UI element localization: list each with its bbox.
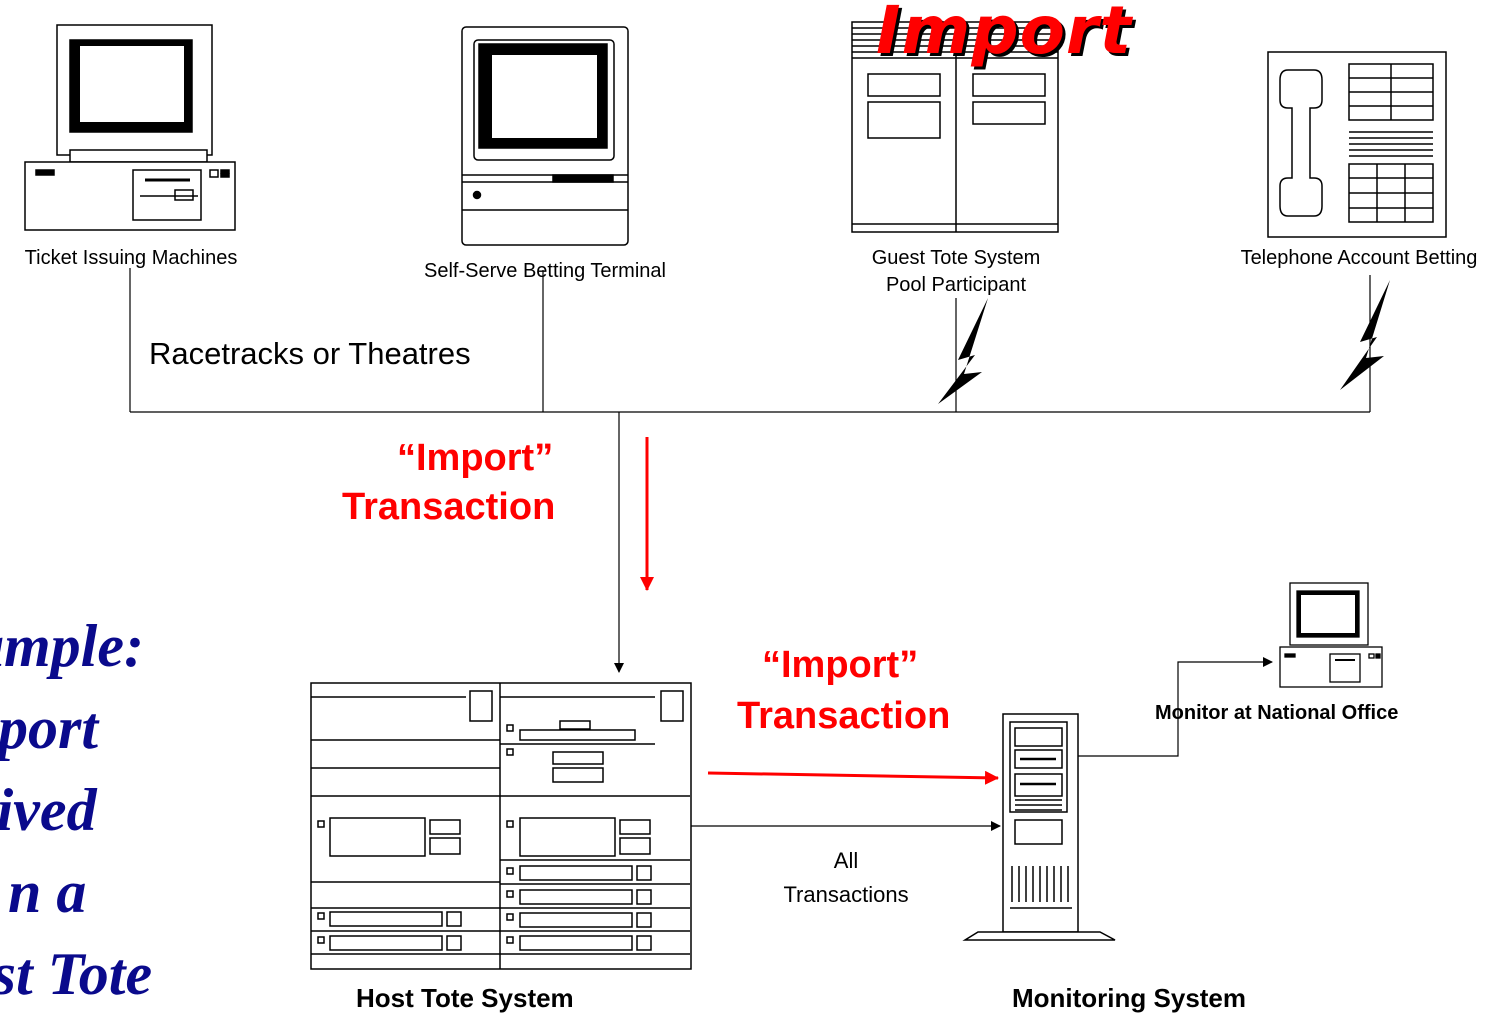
side-text-line1: ample:: [0, 613, 144, 679]
guest-tote-system-icon: [851, 21, 1059, 233]
host-tote-system-icon: [310, 682, 692, 970]
wireless-link-icon: [1340, 280, 1390, 390]
side-text-line3: eived: [0, 777, 97, 843]
import-heading: Import: [876, 0, 1133, 69]
import-transaction-top-line2: Transaction: [342, 486, 556, 528]
wireless-link-icon: [938, 298, 988, 404]
self-serve-label: Self-Serve Betting Terminal: [424, 260, 666, 282]
telephone-label: Telephone Account Betting: [1240, 247, 1478, 269]
network-bus: [129, 268, 1371, 413]
import-transaction-mid-line1: “Import”: [762, 644, 919, 686]
host-tote-label: Host Tote System: [356, 983, 574, 1013]
all-transactions-line1: All: [833, 848, 859, 873]
monitoring-system-label: Monitoring System: [1012, 983, 1247, 1013]
ticket-machines-label: Ticket Issuing Machines: [24, 247, 238, 269]
national-office-monitor-icon: [1279, 582, 1383, 688]
side-text-line5: est Tote: [0, 941, 153, 1007]
all-transactions-line2: Transactions: [783, 882, 909, 907]
side-text-line4: n a: [8, 859, 87, 925]
side-text-line2: port: [0, 695, 99, 761]
monitoring-system-icon: [962, 713, 1116, 941]
guest-tote-label-line1: Guest Tote System: [871, 247, 1041, 269]
import-transaction-top-line1: “Import”: [397, 437, 554, 479]
monitor-office-label: Monitor at National Office: [1155, 702, 1399, 724]
import-arrow-right: [707, 770, 999, 785]
import-transaction-mid-line2: Transaction: [737, 695, 951, 737]
self-serve-terminal-icon: [461, 26, 629, 246]
telephone-betting-icon: [1267, 51, 1447, 238]
guest-tote-label-line2: Pool Participant: [885, 274, 1027, 296]
ticket-issuing-machine-icon: [24, 24, 236, 231]
network-label: Racetracks or Theatres: [149, 336, 471, 371]
office-connector: [1078, 657, 1273, 757]
